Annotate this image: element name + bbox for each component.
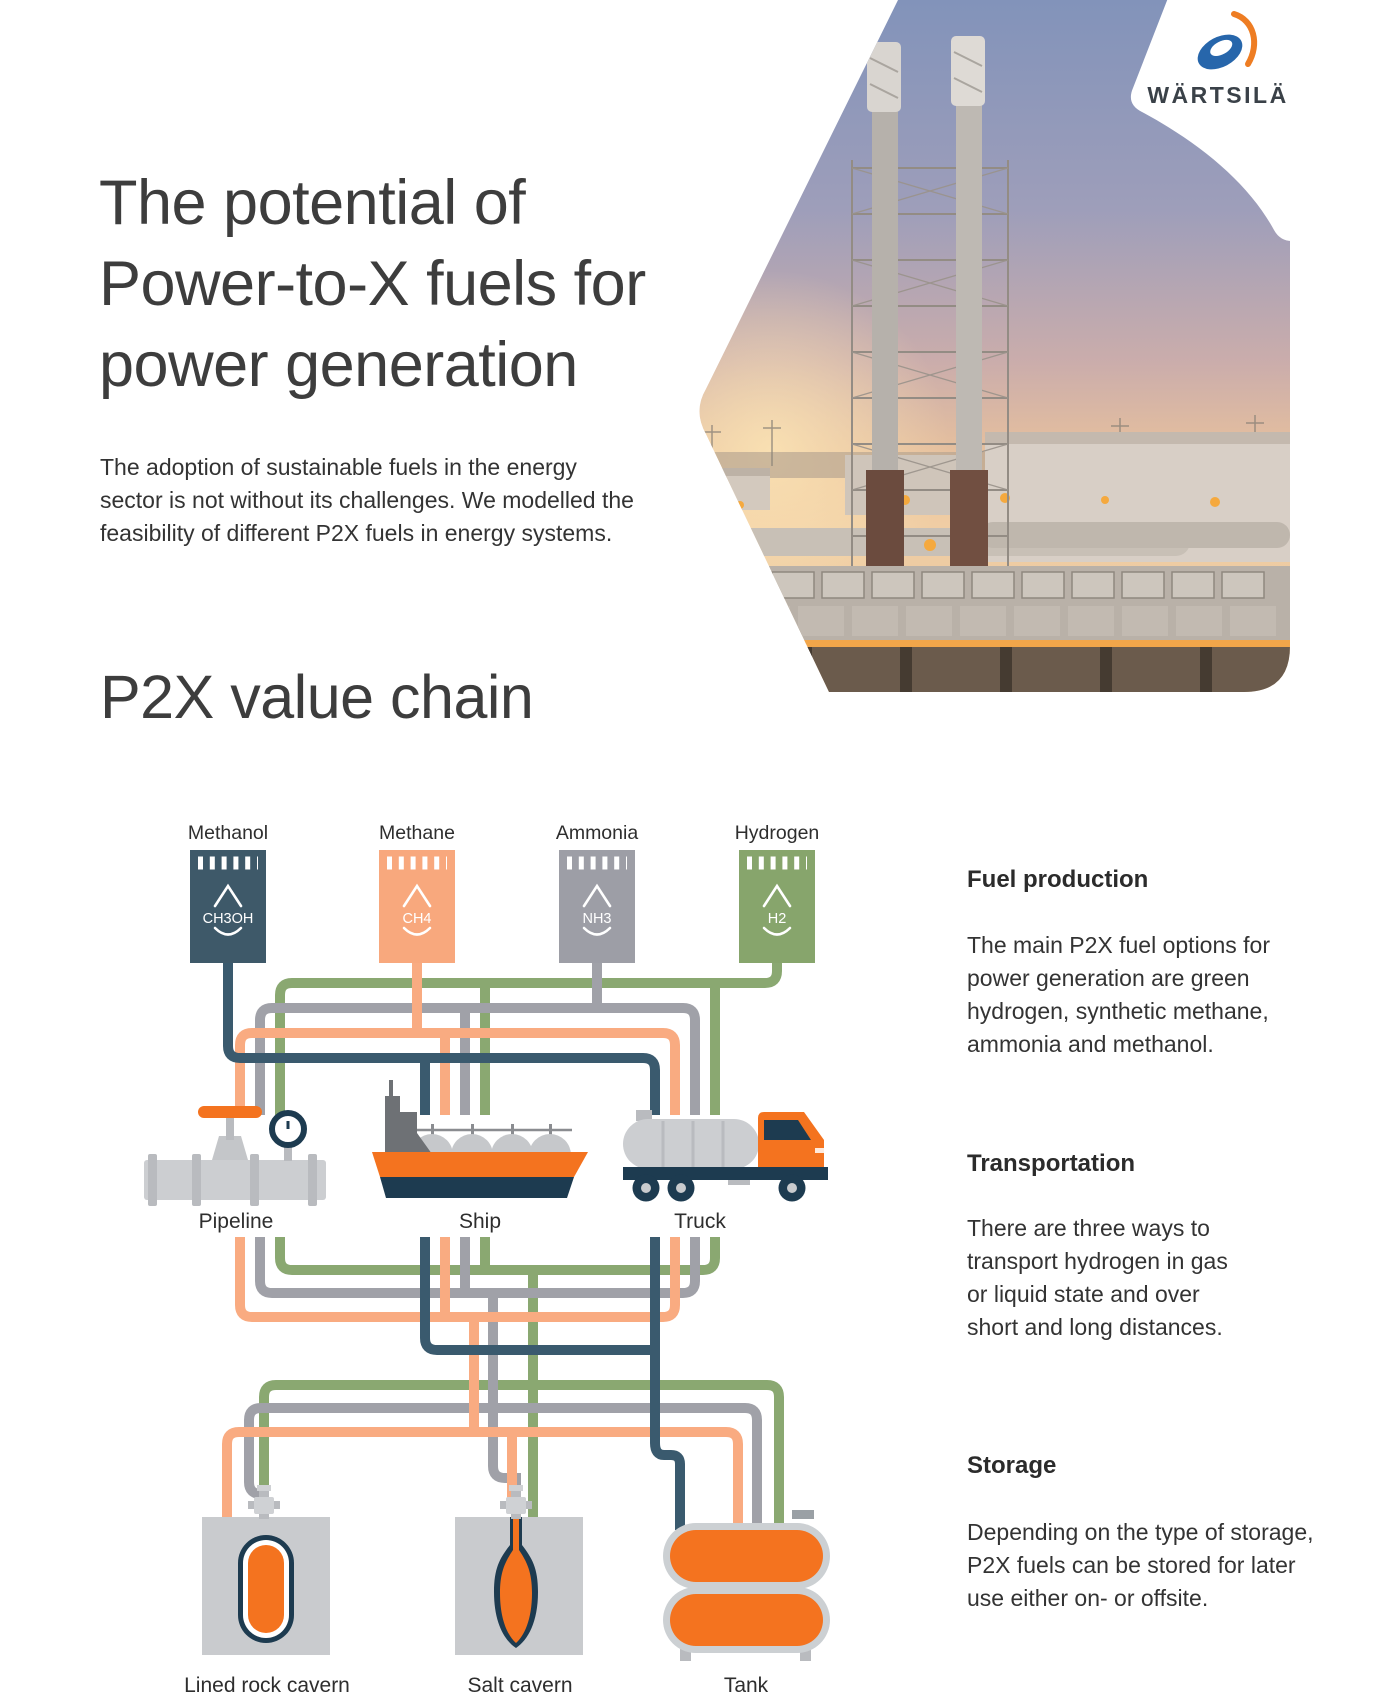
svg-text:CH3OH: CH3OH [203,911,254,927]
truck-wheels [632,1174,806,1202]
fuel-labels: Methanol Methane Ammonia Hydrogen [188,822,819,844]
cooling-deck [699,566,1290,692]
hydrogen-pipes [259,963,784,1530]
sidebar-section-storage: Storage [967,1452,1056,1480]
truck-icon [623,1110,828,1202]
hydrogen-label: Hydrogen [735,822,820,844]
ammonia-pipes [244,963,762,1530]
wartsila-logo-icon [1197,11,1258,70]
droplet-icon [762,883,792,936]
sidebar-section-transportation: Transportation [967,1150,1135,1178]
methane-tank-icon: CH4 [379,850,455,963]
ship-icon [372,1080,588,1198]
exhaust-stacks [851,36,1009,566]
lng-domes [411,1134,571,1155]
logo-wordmark: WÄRTSILÄ [1147,82,1289,108]
ammonia-label: Ammonia [556,822,639,844]
methanol-label: Methanol [188,822,268,844]
transportation-heading: Transportation [967,1150,1136,1177]
valve-handle-icon [198,1106,262,1118]
transport-labels: Pipeline Ship Truck [199,1210,727,1233]
fuel-production-body: The main P2X fuel options for power gene… [967,932,1270,1057]
ship-hull [372,1152,588,1177]
pipeline-icon [144,1106,326,1206]
lined-rock-cavern-icon [202,1485,330,1655]
droplet-icon [582,883,612,936]
truck-cab [758,1112,824,1169]
power-plant-photo [699,0,1400,692]
methane-label: Methane [379,822,455,844]
sidebar-section-fuel-production: Fuel production [967,866,1148,894]
fuel-tanks: CH3OH CH4 NH3 [188,822,819,963]
droplet-icon [213,883,243,936]
valve-icon [500,1485,532,1519]
ship-label: Ship [459,1210,501,1233]
methanol-pipes [223,963,685,1530]
intro-paragraph: The adoption of sustainable fuels in the… [100,454,634,546]
page-title: The potential of Power-to-X fuels for po… [99,168,646,400]
gauge-icon [269,1110,307,1161]
fuel-production-heading: Fuel production [967,866,1149,893]
section-heading: P2X value chain [100,663,534,731]
storage-labels: Lined rock cavern Salt cavern Tank [184,1674,769,1697]
storage-heading: Storage [967,1452,1057,1479]
hydrogen-tank-icon: H2 [739,850,815,963]
p2x-value-chain-diagram: CH3OH CH4 NH3 [144,822,830,1697]
tank-label: Tank [724,1674,769,1697]
ammonia-tank-icon: NH3 [559,850,635,963]
svg-text:H2: H2 [768,911,787,927]
truck-label: Truck [674,1210,726,1233]
salt-cavern-label: Salt cavern [467,1674,572,1697]
lined-rock-cavern-label: Lined rock cavern [184,1674,350,1697]
storage-body: Depending on the type of storage, P2X fu… [967,1519,1314,1611]
svg-text:NH3: NH3 [582,911,611,927]
storage-tank-icon [663,1510,830,1661]
pipeline-label: Pipeline [199,1210,274,1233]
methane-pipes [222,963,743,1530]
transportation-body: There are three ways to transport hydrog… [967,1215,1228,1340]
valve-icon [248,1485,280,1519]
droplet-icon [402,883,432,936]
ship-superstructure [385,1080,432,1154]
methanol-tank-icon: CH3OH [190,850,266,963]
salt-cavern-icon [455,1485,583,1655]
svg-text:CH4: CH4 [402,911,431,927]
